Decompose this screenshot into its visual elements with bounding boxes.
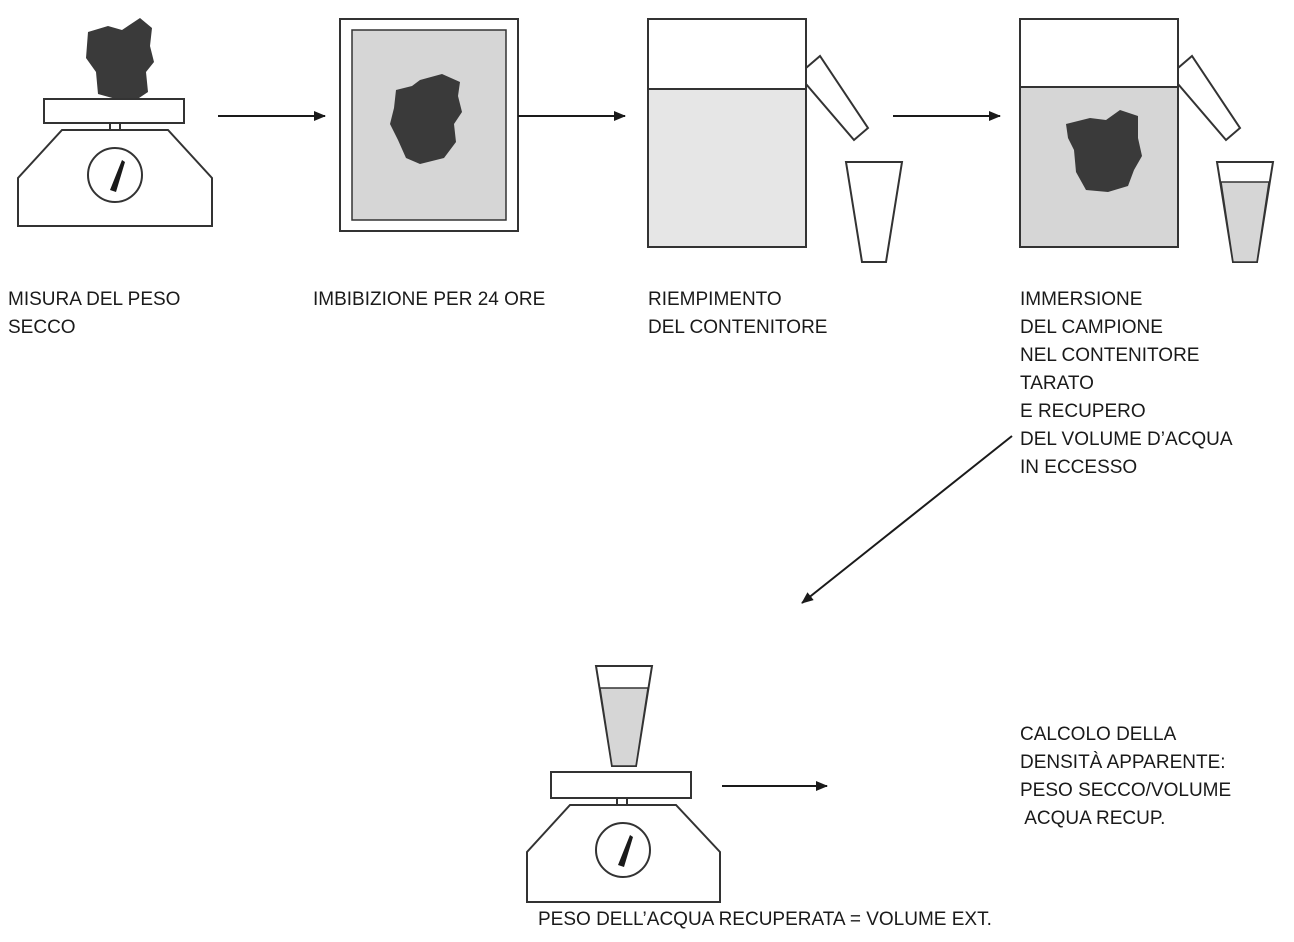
label-line: IN ECCESSO xyxy=(1020,457,1138,478)
label-line: IMMERSIONE xyxy=(1020,289,1143,310)
label-imbibition: IMBIBIZIONE PER 24 ORE xyxy=(313,286,545,314)
overflow-spout xyxy=(1177,54,1242,142)
fill-container-icon xyxy=(647,18,904,263)
scale-dial xyxy=(87,147,143,203)
label-recovered-water-weight: PESO DELL’ACQUA RECUPERATA = VOLUME EXT. xyxy=(538,906,992,934)
scale-plate xyxy=(550,771,692,799)
immersion-container-icon xyxy=(1019,18,1275,263)
label-line: E RECUPERO xyxy=(1020,401,1146,422)
label-line: DEL CAMPIONE xyxy=(1020,317,1163,338)
label-density-calc: CALCOLO DELLA DENSITÀ APPARENTE: PESO SE… xyxy=(1020,721,1231,833)
label-line: TARATO xyxy=(1020,373,1094,394)
label-line: NEL CONTENITORE xyxy=(1020,345,1200,366)
sample-rock xyxy=(1066,110,1142,192)
label-fill-container: RIEMPIMENTO DEL CONTENITORE xyxy=(648,286,827,342)
label-line: MISURA DEL PESO xyxy=(8,289,181,310)
label-immersion: IMMERSIONE DEL CAMPIONE NEL CONTENITORE … xyxy=(1020,286,1233,482)
label-dry-weight: MISURA DEL PESO SECCO xyxy=(8,286,180,342)
label-line: RIEMPIMENTO xyxy=(648,289,782,310)
label-line: PESO DELL’ACQUA RECUPERATA = VOLUME EXT. xyxy=(538,909,992,930)
scale-with-beaker-icon xyxy=(526,665,721,903)
label-line: ACQUA RECUP. xyxy=(1020,808,1166,829)
scale-plate xyxy=(43,98,185,124)
label-line: SECCO xyxy=(8,317,76,338)
overflow-spout xyxy=(805,54,870,142)
arrow-step4-to-step5 xyxy=(801,435,1013,604)
label-line: DEL CONTENITORE xyxy=(648,317,828,338)
label-line: PESO SECCO/VOLUME xyxy=(1020,780,1232,801)
label-line: CALCOLO DELLA xyxy=(1020,724,1177,745)
label-line: IMBIBIZIONE PER 24 ORE xyxy=(313,289,546,310)
label-line: DENSITÀ APPARENTE: xyxy=(1020,752,1226,773)
label-line: DEL VOLUME D’ACQUA xyxy=(1020,429,1233,450)
sample-rock xyxy=(86,18,154,100)
overflow-beaker xyxy=(844,161,904,263)
sample-rock xyxy=(390,74,462,164)
imbibition-tray-icon xyxy=(339,18,519,232)
scale-dial xyxy=(595,822,651,878)
scale-with-sample-icon xyxy=(17,18,213,227)
